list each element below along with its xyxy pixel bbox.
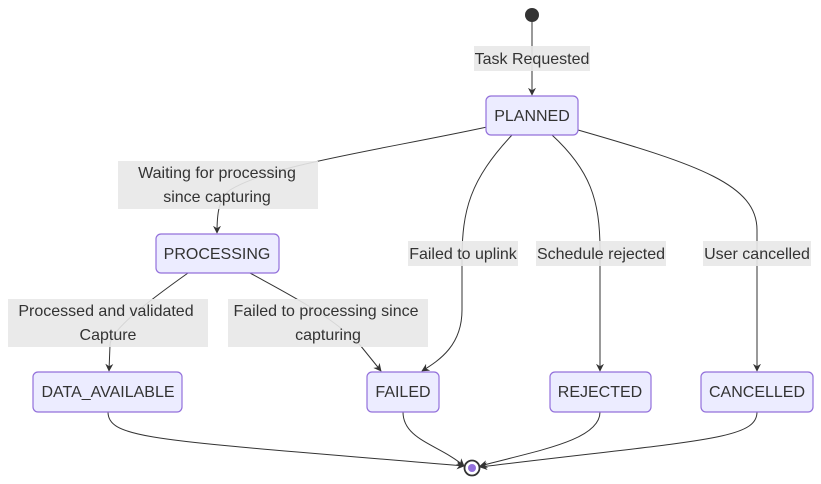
- label-failed-uplink-text: Failed to uplink: [409, 246, 518, 263]
- label-processed-line2: Capture: [80, 327, 137, 344]
- label-processed-line1: Processed and validated: [18, 303, 193, 320]
- label-task-requested-text: Task Requested: [475, 51, 590, 68]
- label-waiting-for-processing: Waiting for processing since capturing: [118, 161, 318, 209]
- start-state-dot: [525, 8, 539, 22]
- state-cancelled[interactable]: CANCELLED: [700, 371, 814, 413]
- edge-failed-to-end: [402, 411, 465, 467]
- edge-cancelled-to-end: [479, 411, 758, 471]
- label-schedule-rejected-text: Schedule rejected: [537, 246, 665, 263]
- state-data-available-label: DATA_AVAILABLE: [41, 384, 174, 401]
- state-planned-label: PLANNED: [494, 108, 570, 125]
- edge-planned-to-cancelled: [577, 129, 761, 372]
- state-data-available[interactable]: DATA_AVAILABLE: [32, 371, 183, 413]
- state-planned[interactable]: PLANNED: [485, 95, 579, 136]
- state-cancelled-label: CANCELLED: [709, 384, 805, 401]
- state-processing[interactable]: PROCESSING: [155, 233, 280, 274]
- state-rejected[interactable]: REJECTED: [549, 371, 652, 413]
- label-user-cancelled: User cancelled: [703, 241, 811, 266]
- label-processed-and-validated: Processed and validated Capture: [8, 299, 208, 347]
- state-failed[interactable]: FAILED: [366, 371, 440, 413]
- label-waiting-line2: since capturing: [163, 189, 271, 206]
- label-failed-to-uplink: Failed to uplink: [408, 241, 518, 266]
- edge-rejected-to-end: [479, 411, 601, 469]
- label-failed-to-processing: Failed to processing since capturing: [228, 299, 428, 347]
- label-schedule-rejected: Schedule rejected: [536, 241, 666, 266]
- label-user-cancelled-text: User cancelled: [704, 246, 810, 263]
- label-failed-processing-line1: Failed to processing since: [234, 303, 419, 320]
- state-rejected-label: REJECTED: [558, 384, 642, 401]
- end-state-marker: [463, 459, 481, 477]
- label-task-requested: Task Requested: [474, 46, 590, 71]
- label-failed-processing-line2: capturing: [295, 327, 361, 344]
- state-processing-label: PROCESSING: [164, 246, 271, 263]
- edge-data-available-to-end: [107, 411, 465, 470]
- state-failed-label: FAILED: [375, 384, 430, 401]
- label-waiting-line1: Waiting for processing: [138, 165, 296, 182]
